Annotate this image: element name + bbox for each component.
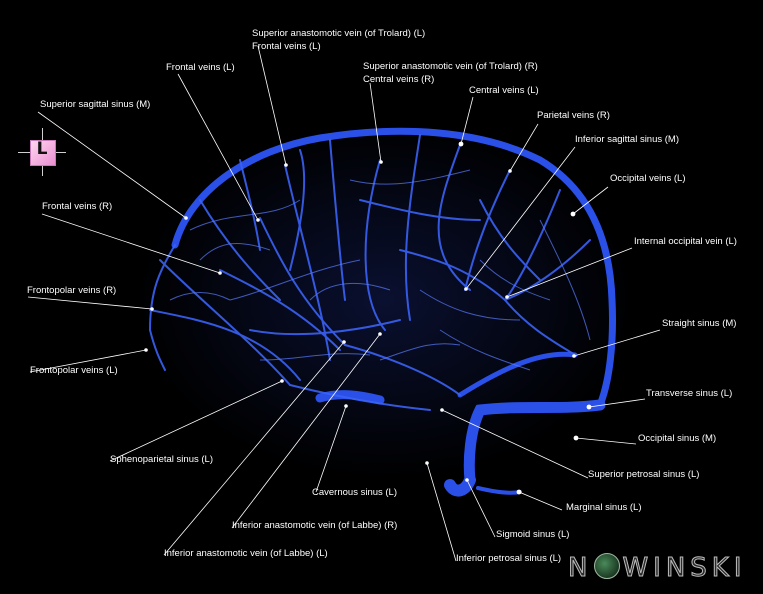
label-frontopolar-veins-l: Frontopolar veins (L) (30, 365, 118, 376)
label-superior-sagittal-sinus: Superior sagittal sinus (M) (40, 99, 151, 110)
straight-sinus (457, 351, 578, 398)
label-inferior-anastomotic-vein-labbe-r: Inferior anastomotic vein (of Labbe) (R) (232, 520, 398, 531)
label-cavernous-sinus-l: Cavernous sinus (L) (312, 487, 398, 498)
marginal-sinus (476, 486, 522, 495)
logo-text-b: W (622, 553, 654, 584)
label-marginal-sinus-l: Marginal sinus (L) (566, 502, 642, 513)
cortical-veins-fine (169, 169, 591, 371)
transverse-sinus (463, 399, 606, 486)
label-frontal-veins-l-top: Frontal veins (L) (252, 41, 321, 52)
orientation-cube-icon: L (18, 128, 68, 178)
label-sigmoid-sinus-l: Sigmoid sinus (L) (496, 529, 570, 540)
logo-text-a: N (567, 553, 593, 584)
label-internal-occipital-vein-l: Internal occipital vein (L) (634, 236, 737, 247)
label-frontopolar-veins-r: Frontopolar veins (R) (27, 285, 117, 296)
orientation-letter: L (36, 139, 48, 159)
orientation-box (30, 140, 56, 166)
label-central-veins-l: Central veins (L) (469, 85, 539, 96)
leader-lines (27, 45, 661, 562)
label-frontal-veins-l: Frontal veins (L) (166, 62, 235, 73)
globe-icon (594, 553, 621, 579)
label-occipital-sinus: Occipital sinus (M) (638, 433, 717, 444)
label-inferior-anastomotic-vein-labbe-l: Inferior anastomotic vein (of Labbe) (L) (164, 548, 328, 559)
label-frontal-veins-r: Frontal veins (R) (42, 201, 113, 212)
cortical-veins (149, 134, 591, 411)
label-superior-anastomotic-vein-trolard-l: Superior anastomotic vein (of Trolard) (… (252, 28, 426, 39)
superior-sagittal-sinus (171, 127, 616, 409)
logo-text-c: INSKI (653, 553, 747, 584)
major-sinuses (171, 127, 616, 497)
label-transverse-sinus-l: Transverse sinus (L) (646, 388, 733, 399)
label-superior-anastomotic-vein-trolard-r: Superior anastomotic vein (of Trolard) (… (363, 61, 538, 72)
label-inferior-petrosal-sinus-l: Inferior petrosal sinus (L) (456, 553, 562, 564)
label-occipital-veins-l: Occipital veins (L) (610, 173, 686, 184)
label-central-veins-r: Central veins (R) (363, 74, 435, 85)
label-straight-sinus: Straight sinus (M) (662, 318, 737, 329)
label-parietal-veins-r: Parietal veins (R) (537, 110, 610, 121)
brain-silhouette-glow (135, 120, 635, 480)
leader-dots (144, 141, 592, 495)
cavernous-sinus (315, 390, 385, 405)
label-inferior-sagittal-sinus: Inferior sagittal sinus (M) (575, 134, 680, 145)
label-superior-petrosal-sinus-l: Superior petrosal sinus (L) (588, 469, 700, 480)
label-sphenoparietal-sinus-l: Sphenoparietal sinus (L) (110, 454, 213, 465)
